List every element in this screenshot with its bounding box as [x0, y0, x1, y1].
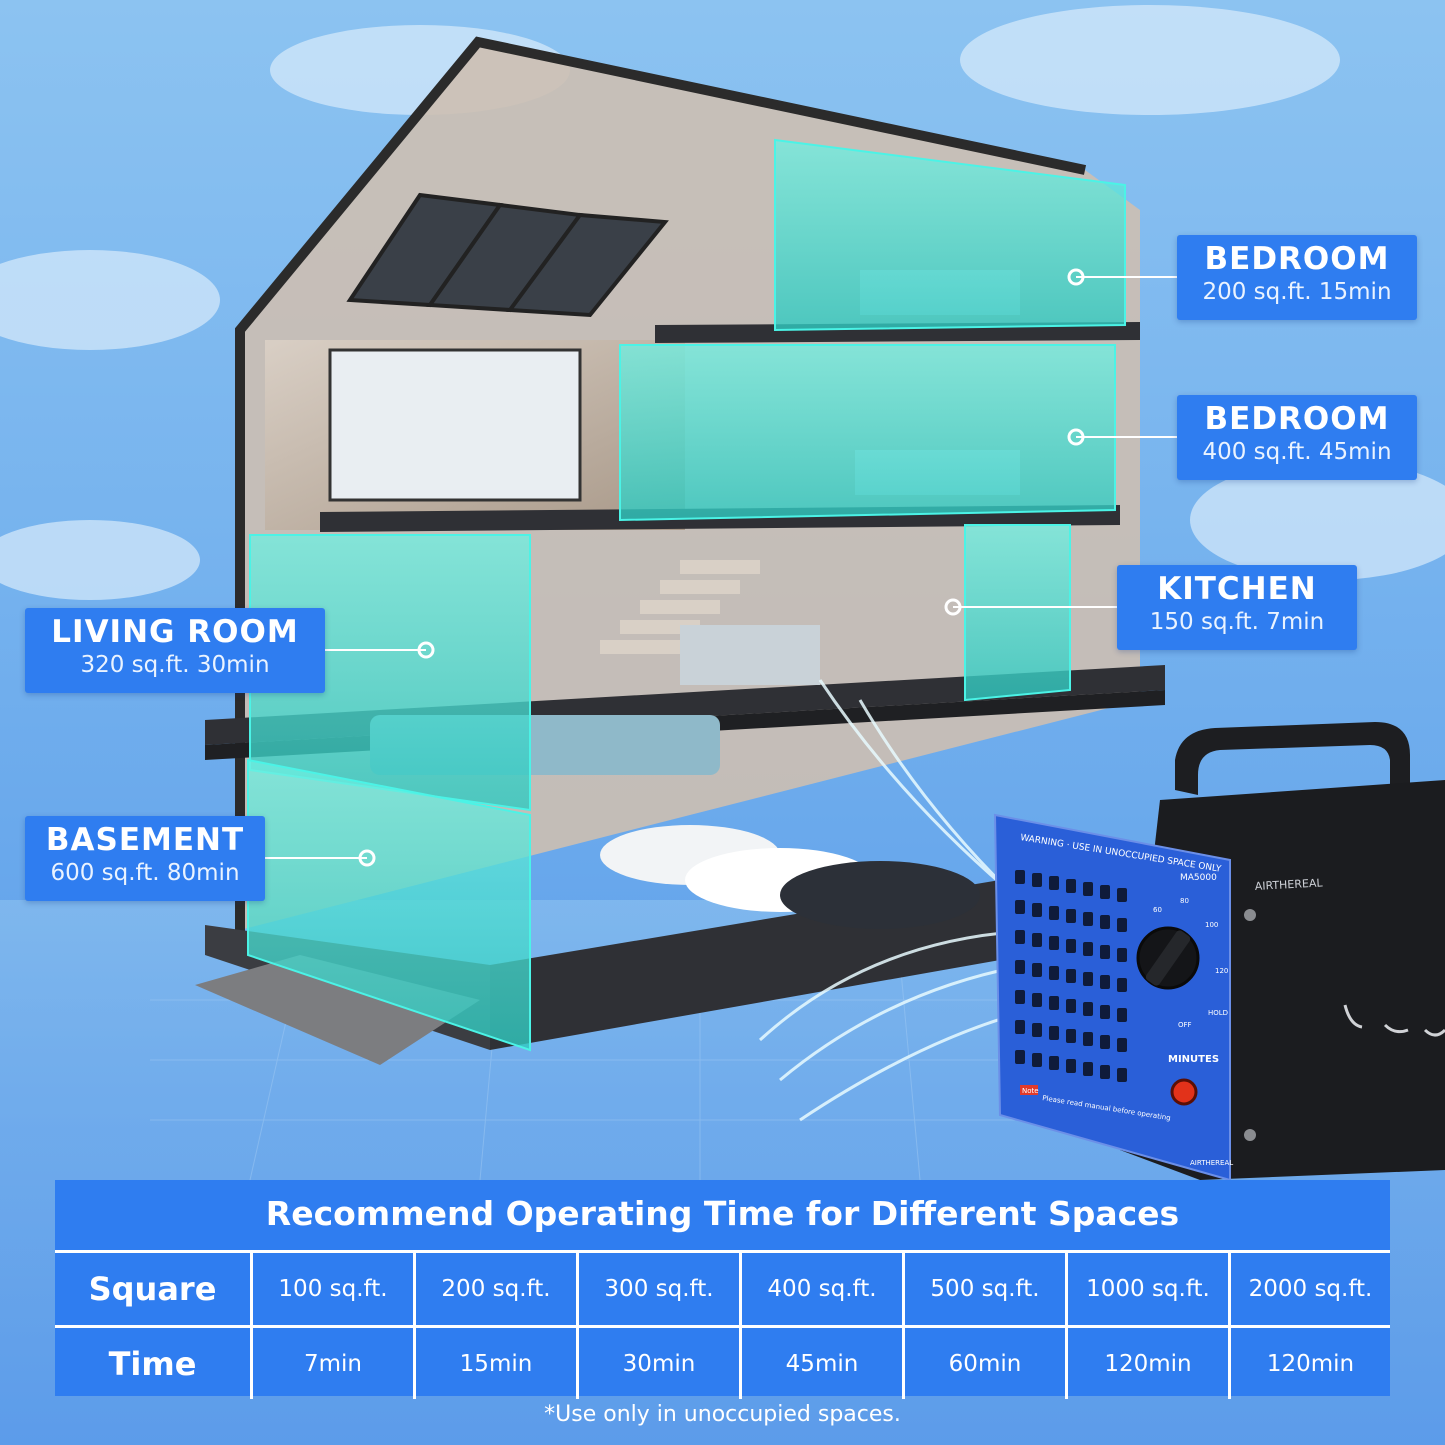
room-label-kitchen: KITCHEN 150 sq.ft. 7min	[1117, 565, 1357, 650]
table-row-square: Square 100 sq.ft. 200 sq.ft. 300 sq.ft. …	[55, 1250, 1390, 1325]
square-cell: 100 sq.ft.	[250, 1253, 413, 1325]
room-title: LIVING ROOM	[51, 614, 299, 650]
row-header-time: Time	[108, 1344, 197, 1383]
room-detail: 600 sq.ft. 80min	[50, 860, 240, 886]
dial-mark: 100	[1205, 921, 1218, 929]
dial-mark: 120	[1215, 967, 1228, 975]
minutes-label: MINUTES	[1168, 1054, 1219, 1065]
room-label-bedroom-lower: BEDROOM 400 sq.ft. 45min	[1177, 395, 1417, 480]
square-cell: 2000 sq.ft.	[1228, 1253, 1390, 1325]
carry-handle	[1175, 722, 1410, 800]
ozone-generator: WARNING · USE IN UNOCCUPIED SPACE ONLY M…	[993, 722, 1445, 1182]
room-detail: 200 sq.ft. 15min	[1202, 279, 1392, 305]
room-label-basement: BASEMENT 600 sq.ft. 80min	[25, 816, 265, 901]
dial-mark: 80	[1180, 897, 1189, 905]
room-highlights	[247, 138, 1126, 1052]
brand-front-text: AIRTHEREAL	[1190, 1159, 1233, 1167]
off-label: OFF	[1178, 1021, 1192, 1029]
time-cell: 60min	[902, 1328, 1065, 1399]
square-cell: 500 sq.ft.	[902, 1253, 1065, 1325]
note-tag: Note	[1022, 1087, 1039, 1095]
model-text: MA5000	[1180, 873, 1217, 883]
room-detail: 400 sq.ft. 45min	[1202, 439, 1392, 465]
operating-time-table: Recommend Operating Time for Different S…	[55, 1180, 1390, 1399]
room-detail: 320 sq.ft. 30min	[80, 652, 270, 678]
power-light-icon	[1170, 1078, 1198, 1106]
row-header-square: Square	[88, 1270, 217, 1308]
table-row-time: Time 7min 15min 30min 45min 60min 120min…	[55, 1325, 1390, 1399]
room-label-living-room: LIVING ROOM 320 sq.ft. 30min	[25, 608, 325, 693]
dial-mark: 60	[1153, 906, 1162, 914]
time-cell: 45min	[739, 1328, 902, 1399]
room-title: BEDROOM	[1204, 401, 1390, 437]
time-cell: 120min	[1065, 1328, 1228, 1399]
room-title: BEDROOM	[1204, 241, 1390, 277]
label-connectors	[265, 276, 1178, 859]
footnote: *Use only in unoccupied spaces.	[544, 1402, 901, 1427]
clouds	[0, 5, 1445, 600]
time-cell: 30min	[576, 1328, 739, 1399]
square-cell: 400 sq.ft.	[739, 1253, 902, 1325]
square-cell: 1000 sq.ft.	[1065, 1253, 1228, 1325]
square-cell: 200 sq.ft.	[413, 1253, 576, 1325]
table-title: Recommend Operating Time for Different S…	[265, 1194, 1180, 1233]
brand-side-text: AIRTHEREAL	[1254, 876, 1323, 893]
room-label-bedroom-upper: BEDROOM 200 sq.ft. 15min	[1177, 235, 1417, 320]
room-title: KITCHEN	[1157, 571, 1317, 607]
hold-label: HOLD	[1208, 1009, 1228, 1017]
time-cell: 120min	[1228, 1328, 1390, 1399]
label-dots	[358, 268, 1085, 867]
room-detail: 150 sq.ft. 7min	[1149, 609, 1325, 635]
time-cell: 15min	[413, 1328, 576, 1399]
room-title: BASEMENT	[45, 822, 245, 858]
time-cell: 7min	[250, 1328, 413, 1399]
square-cell: 300 sq.ft.	[576, 1253, 739, 1325]
